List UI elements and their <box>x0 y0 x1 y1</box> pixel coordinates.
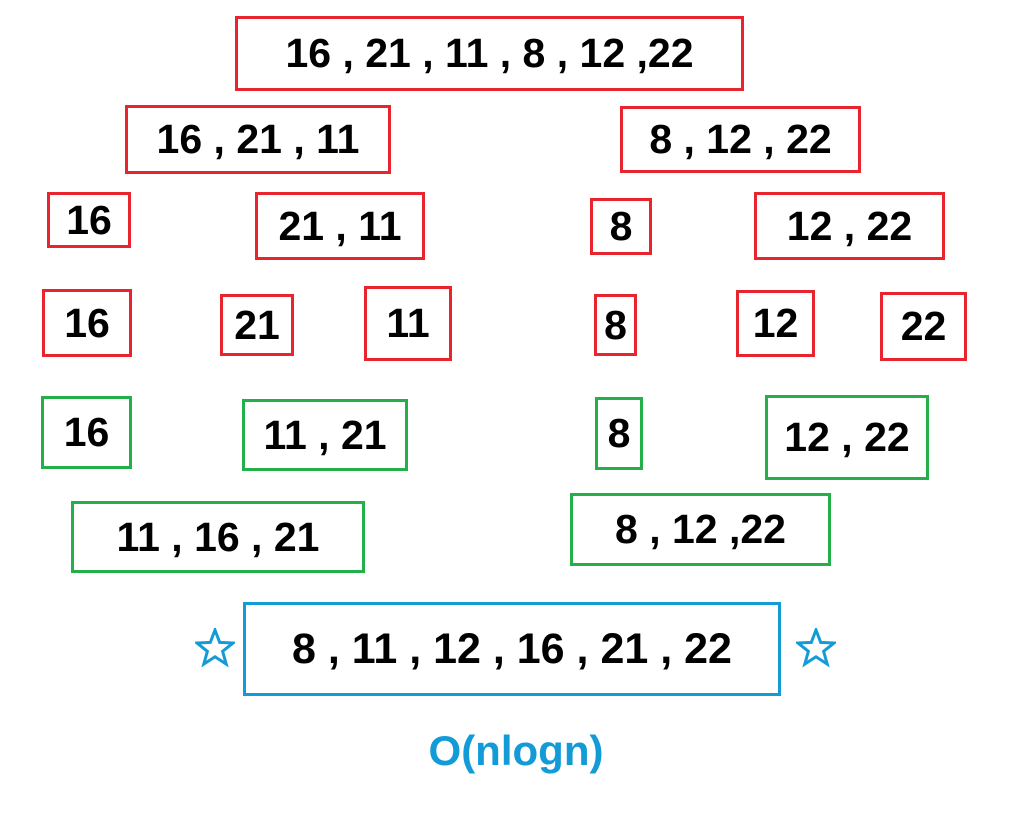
merge-box-8: 8 <box>595 397 643 470</box>
split-leaf-box-11: 11 <box>364 286 452 361</box>
merge-right-half-box: 8 , 12 ,22 <box>570 493 831 566</box>
split-leaf-box-16: 16 <box>42 289 132 357</box>
split-l2-box-12-22: 12 , 22 <box>754 192 945 260</box>
star-outline-icon <box>796 628 836 668</box>
merge-box-12-22: 12 , 22 <box>765 395 929 480</box>
split-root-box: 16 , 21 , 11 , 8 , 12 ,22 <box>235 16 744 91</box>
split-leaf-box-12: 12 <box>736 290 815 357</box>
sorted-result-box: 8 , 11 , 12 , 16 , 21 , 22 <box>243 602 781 696</box>
split-l2-box-21-11: 21 , 11 <box>255 192 425 260</box>
complexity-label: O(nlogn) <box>428 727 604 774</box>
split-leaf-box-8: 8 <box>594 294 637 356</box>
split-l2-box-8: 8 <box>590 198 652 255</box>
split-leaf-box-21: 21 <box>220 294 294 356</box>
split-right-half-box: 8 , 12 , 22 <box>620 106 861 173</box>
star-outline-icon <box>195 628 235 668</box>
merge-box-11-21: 11 , 21 <box>242 399 408 471</box>
split-leaf-box-22: 22 <box>880 292 967 361</box>
split-l2-box-16: 16 <box>47 192 131 248</box>
split-left-half-box: 16 , 21 , 11 <box>125 105 391 174</box>
merge-box-16: 16 <box>41 396 132 469</box>
merge-left-half-box: 11 , 16 , 21 <box>71 501 365 573</box>
